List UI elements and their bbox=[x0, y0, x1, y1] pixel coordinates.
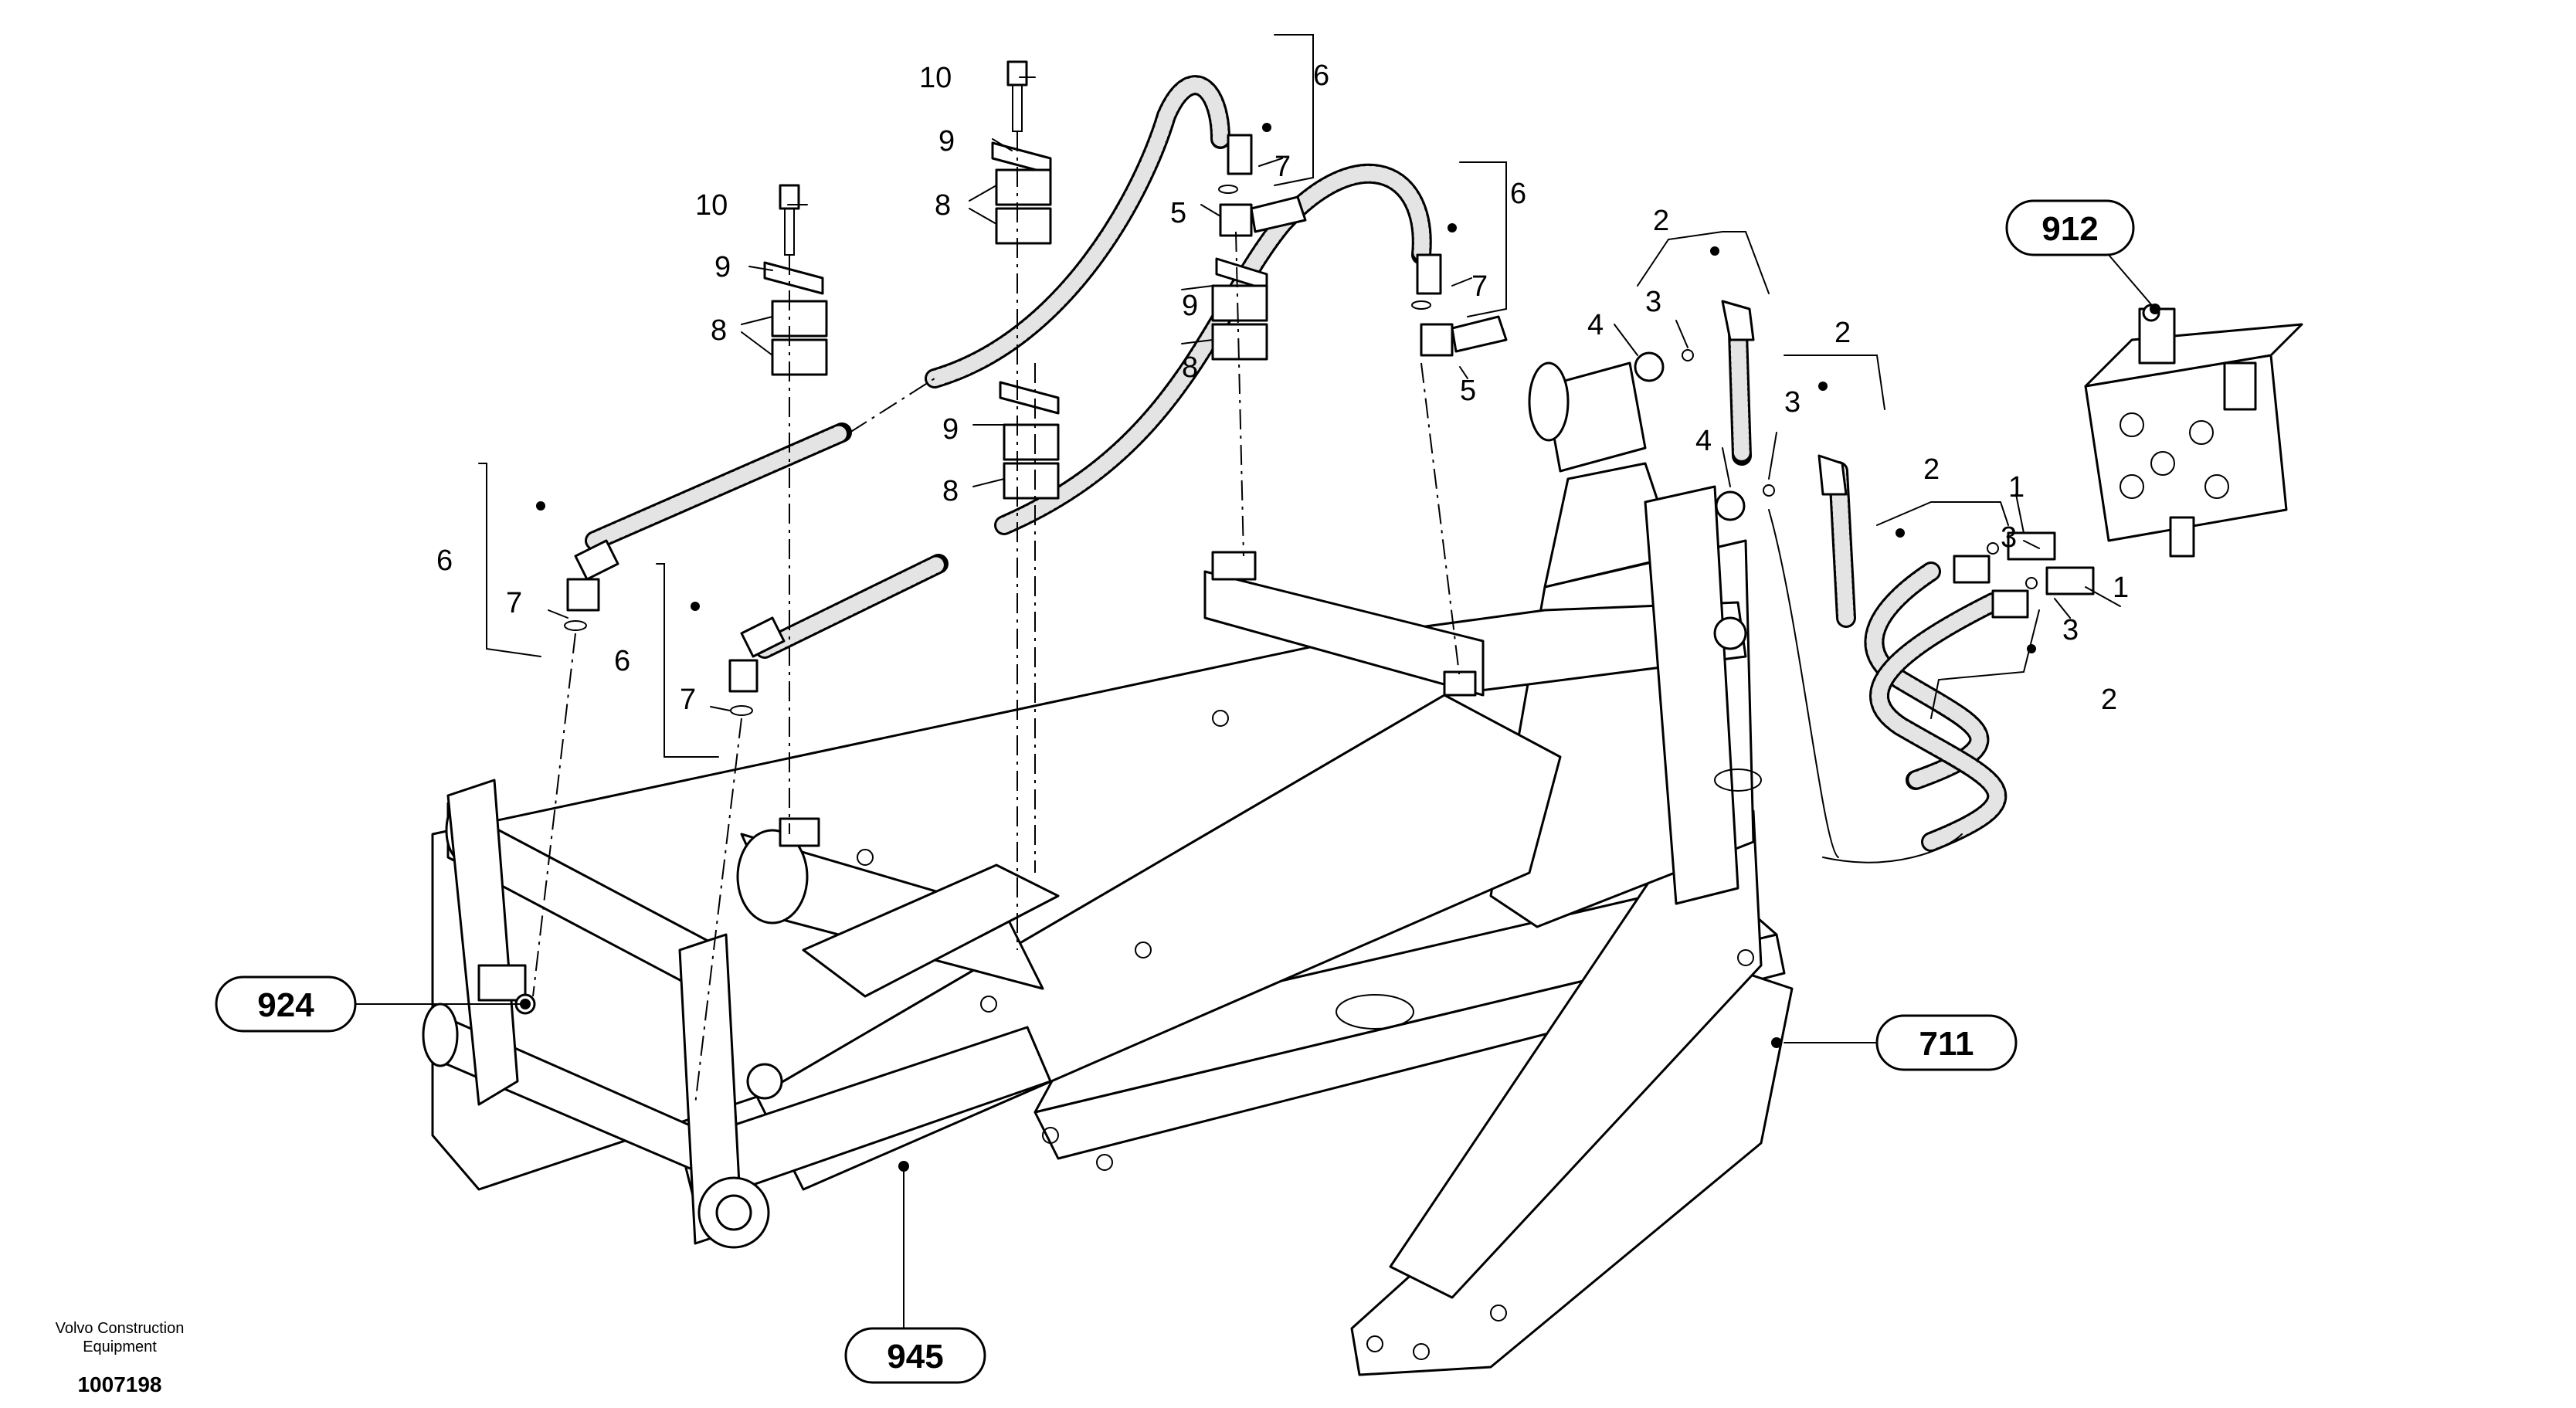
callout-945-label: 945 bbox=[887, 1338, 943, 1376]
part-label-3-top: 3 bbox=[1645, 286, 1661, 318]
assembly-lines bbox=[532, 131, 1461, 1105]
callout-924-pill bbox=[215, 975, 357, 1033]
part-label-6-left: 6 bbox=[436, 545, 453, 577]
brand-line-1: Volvo Construction bbox=[56, 1320, 185, 1337]
document-id: 1007198 bbox=[77, 1372, 161, 1396]
part-label-7-mid: 7 bbox=[1471, 270, 1488, 303]
reference-callouts: 912 924 711 945 bbox=[215, 199, 2135, 1384]
part-label-3-low: 3 bbox=[2062, 614, 2079, 646]
part-label-3-mid: 3 bbox=[1784, 386, 1800, 419]
footer: Volvo Construction Equipment 1007198 bbox=[56, 1320, 185, 1396]
part-label-9-top: 9 bbox=[938, 125, 955, 158]
part-label-5-top: 5 bbox=[1170, 197, 1186, 229]
part-label-4-mid: 4 bbox=[1695, 425, 1712, 457]
part-label-1-low: 1 bbox=[2113, 572, 2129, 604]
part-label-9-left: 9 bbox=[714, 251, 731, 283]
callout-brackets bbox=[355, 34, 2160, 1329]
part-label-7-low: 7 bbox=[680, 684, 696, 716]
part-label-9-low: 9 bbox=[942, 413, 959, 446]
callout-945-pill bbox=[844, 1327, 986, 1384]
part-label-1-top: 1 bbox=[2008, 471, 2024, 504]
boom-frame bbox=[422, 361, 1794, 1376]
part-label-8-left: 8 bbox=[711, 314, 727, 347]
part-number-labels: 10 10 9 9 9 9 8 8 8 8 6 6 6 6 7 7 7 7 5 … bbox=[436, 59, 2129, 716]
part-label-2-low: 2 bbox=[2101, 684, 2117, 716]
part-label-9-mid: 9 bbox=[1182, 290, 1198, 322]
brand-line-2: Equipment bbox=[83, 1338, 157, 1355]
part-label-6-top: 6 bbox=[1313, 59, 1329, 92]
part-label-8-low: 8 bbox=[942, 475, 959, 507]
part-label-6-mid: 6 bbox=[1510, 178, 1526, 210]
hydraulic-hoses bbox=[585, 75, 2008, 863]
part-label-2-mid: 2 bbox=[1834, 317, 1851, 349]
fittings-and-clamps bbox=[564, 60, 2303, 716]
callout-924-label: 924 bbox=[257, 986, 314, 1024]
part-label-10-top: 10 bbox=[919, 62, 952, 94]
part-label-2-top: 2 bbox=[1653, 205, 1669, 237]
callout-912-label: 912 bbox=[2041, 210, 2098, 248]
part-label-3-right: 3 bbox=[2001, 521, 2017, 554]
part-label-8-mid: 8 bbox=[1182, 351, 1198, 384]
part-label-10-left: 10 bbox=[695, 189, 728, 222]
callout-711-pill bbox=[1875, 1014, 2018, 1071]
part-label-8-top: 8 bbox=[935, 189, 951, 222]
part-label-4-top: 4 bbox=[1587, 309, 1604, 341]
callout-912-pill bbox=[2005, 199, 2135, 256]
part-label-6-low: 6 bbox=[614, 645, 630, 677]
part-label-7-top: 7 bbox=[1274, 151, 1291, 183]
part-label-7-left: 7 bbox=[506, 587, 522, 619]
callout-711-label: 711 bbox=[1919, 1025, 1974, 1063]
part-label-5-mid: 5 bbox=[1460, 375, 1476, 407]
part-label-2-right: 2 bbox=[1923, 453, 1940, 486]
